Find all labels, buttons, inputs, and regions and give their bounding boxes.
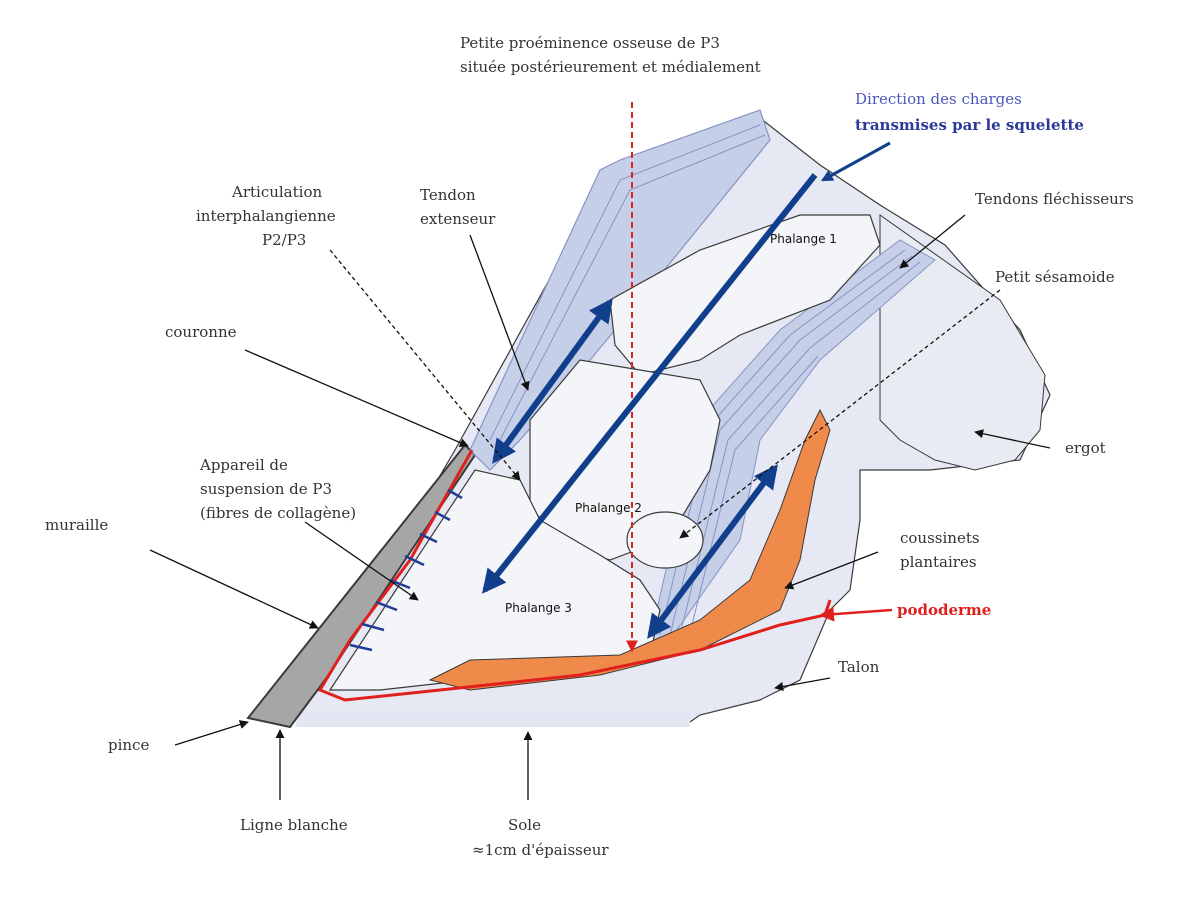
label-p3-prominence-line1: Petite proéminence osseuse de P3 xyxy=(460,34,720,52)
pododerme-line xyxy=(317,449,832,702)
load-arrow-extensor xyxy=(492,298,613,464)
label-muraille: muraille xyxy=(45,516,108,534)
label-articulation-line1: Articulation xyxy=(231,183,322,201)
label-tendon-extenseur-line2: extenseur xyxy=(420,210,496,228)
label-pododerme: pododerme xyxy=(897,601,991,619)
load-arrow-flexor xyxy=(647,464,778,639)
wall-muraille xyxy=(246,443,477,729)
label-talon: Talon xyxy=(838,658,880,676)
label-articulation-line3: P2/P3 xyxy=(262,231,306,249)
label-appareil-line2: suspension de P3 xyxy=(200,480,332,498)
suspension-fibers xyxy=(349,488,463,652)
direction-pointer-arrow xyxy=(820,141,891,182)
label-phalange-3: Phalange 3 xyxy=(505,601,572,615)
label-ergot: ergot xyxy=(1065,439,1106,457)
label-tendon-extenseur-line1: Tendon xyxy=(420,186,476,204)
label-phalange-1: Phalange 1 xyxy=(770,232,837,246)
label-ligne-blanche: Ligne blanche xyxy=(240,816,348,834)
label-direction-line2: transmises par le squelette xyxy=(855,116,1084,134)
leader-lines xyxy=(149,214,1051,800)
label-p3-prominence-line2: située postérieurement et médialement xyxy=(460,58,761,76)
label-direction-line1: Direction des charges xyxy=(855,90,1022,108)
label-sole-line2: ≈1cm d'épaisseur xyxy=(472,841,609,859)
ergot-region xyxy=(879,214,1046,471)
label-appareil-line3: (fibres de collagène) xyxy=(200,504,356,522)
sole-region xyxy=(295,712,690,727)
label-petit-sesamoide: Petit sésamoide xyxy=(995,268,1115,286)
label-phalange-2: Phalange 2 xyxy=(575,501,642,515)
label-appareil-line1: Appareil de xyxy=(199,456,288,474)
load-arrow-main xyxy=(482,173,818,594)
label-coussinets-line2: plantaires xyxy=(900,553,977,571)
label-pince: pince xyxy=(108,736,149,754)
label-sole-line1: Sole xyxy=(508,816,541,834)
navicular-bone xyxy=(626,511,704,569)
label-couronne: couronne xyxy=(165,323,237,341)
label-coussinets-line1: coussinets xyxy=(900,529,980,547)
label-tendons-flechisseurs: Tendons fléchisseurs xyxy=(975,190,1134,208)
pododerme-pointer xyxy=(819,606,893,622)
label-articulation-line2: interphalangienne xyxy=(196,207,336,225)
